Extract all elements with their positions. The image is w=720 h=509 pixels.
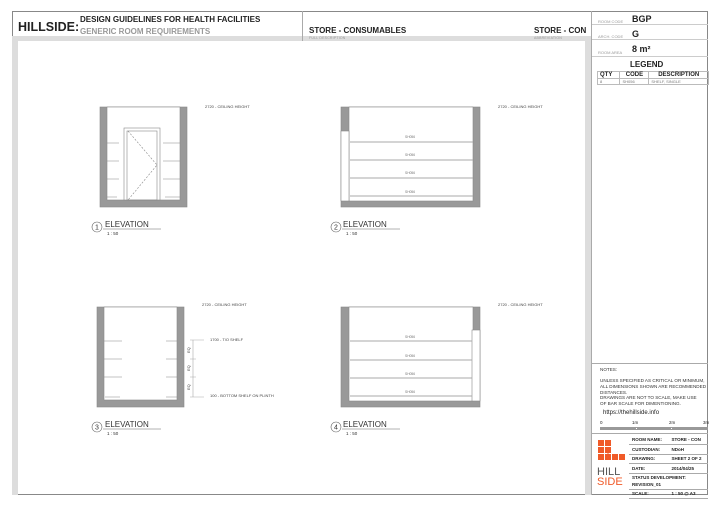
shelf-code: SH056 (405, 390, 415, 394)
svg-text:ELEVATION: ELEVATION (343, 220, 387, 229)
elevation-3 (96, 306, 204, 408)
ceiling-height-label-3: 2720 - CEILING HEIGHT (202, 302, 247, 307)
shelf-code: SH056 (405, 190, 415, 194)
room-code-label: ROOM CODE (598, 19, 624, 24)
hillside-logo: HILL SIDE (597, 440, 627, 488)
eq-label: EQ (186, 384, 191, 390)
eq-label: EQ (186, 347, 191, 353)
eq-label: EQ (186, 365, 191, 371)
svg-text:ELEVATION: ELEVATION (105, 420, 149, 429)
room-name: STORE - CONSUMABLES (309, 26, 407, 35)
shelf-code: SH056 (405, 153, 415, 157)
website-link[interactable]: https://thehillside.info (603, 410, 660, 416)
svg-text:1: 1 (95, 225, 99, 232)
room-code: BGP (632, 14, 652, 24)
svg-text:1 : 50: 1 : 50 (346, 431, 358, 436)
note-2: DRAWINGS ARE NOT TO SCALE, MAKE USE OF B… (600, 395, 697, 406)
abbreviation-label: ABBREVIATION (534, 36, 563, 40)
shelf-code: SH056 (405, 372, 415, 376)
shelf-code: SH056 (405, 335, 415, 339)
shelf-code: SH056 (405, 354, 415, 358)
info-panel: ROOM CODE BGP ARCH. CODE G ROOM AREA 8 m² L… (591, 11, 709, 499)
elevation-4 (340, 306, 481, 408)
ceiling-height-label-1: 2720 - CEILING HEIGHT (205, 104, 250, 109)
svg-text:2: 2 (334, 225, 338, 232)
svg-text:1 : 50: 1 : 50 (107, 431, 119, 436)
title-block: ROOM NAME:STORE - CON CUSTODIAN:NDoH DRA… (629, 435, 708, 499)
shelf-code: SH056 (405, 171, 415, 175)
notes-title: NOTES: (600, 367, 618, 372)
arch-code: G (632, 29, 640, 39)
arch-code-label: ARCH. CODE (598, 34, 624, 39)
shelf-code: SH056 (405, 135, 415, 139)
header: HILLSIDE: DESIGN GUIDELINES FOR HEALTH F… (12, 11, 591, 41)
elevation-2 (340, 106, 481, 208)
room-name-label: FULL DESCRIPTION (309, 36, 346, 40)
brand: HILLSIDE: (18, 20, 80, 34)
elevations-drawing: 2720 - CEILING HEIGHT 2720 - CEILING HEI… (91, 104, 543, 436)
svg-text:3: 3 (95, 425, 99, 432)
abbreviation: STORE - CON (534, 26, 587, 35)
shelf-bottom-label: 100 - BOTTOM SHELF ON PLINTH (210, 393, 274, 398)
svg-text:4: 4 (334, 425, 338, 432)
ceiling-height-label-2: 2720 - CEILING HEIGHT (498, 104, 543, 109)
doc-subtitle: GENERIC ROOM REQUIREMENTS (80, 27, 211, 36)
ceiling-height-label-4: 2720 - CEILING HEIGHT (498, 302, 543, 307)
svg-text:ELEVATION: ELEVATION (343, 420, 387, 429)
legend-title: LEGEND (630, 60, 664, 69)
svg-text:1 : 50: 1 : 50 (107, 231, 119, 236)
doc-title: DESIGN GUIDELINES FOR HEALTH FACILITIES (80, 15, 261, 24)
note-1: UNLESS SPECIFIED AS CRITICAL OR MINIMUM,… (600, 378, 707, 395)
svg-text:1 : 50: 1 : 50 (346, 231, 358, 236)
room-area: 8 m² (632, 44, 651, 54)
svg-text:ELEVATION: ELEVATION (105, 220, 149, 229)
room-area-label: ROOM AREA (598, 50, 623, 55)
elevation-1 (99, 106, 188, 208)
shelf-top-label: 1700 - T/O SHELF (210, 337, 244, 342)
